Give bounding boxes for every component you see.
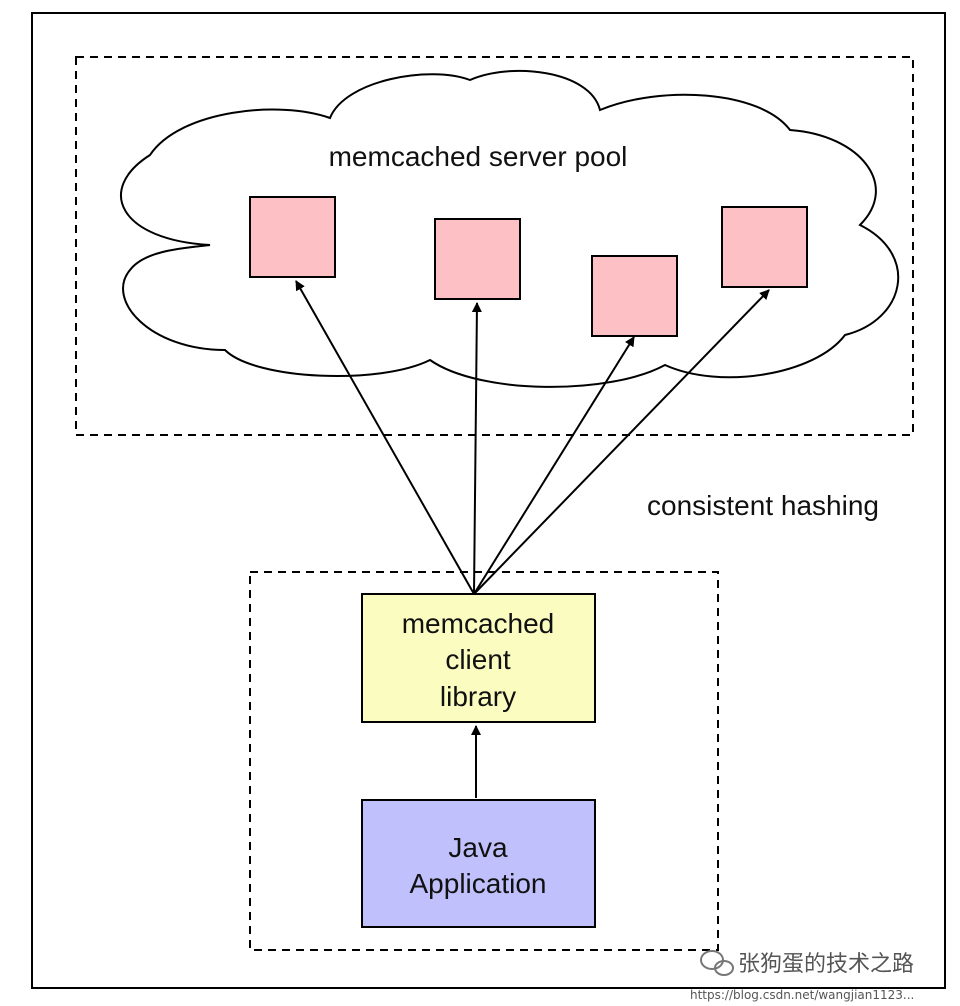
client-library-label-line-2: client bbox=[445, 644, 511, 675]
hash-arrow-3 bbox=[473, 336, 635, 595]
java-application-label-line-2: Application bbox=[410, 868, 547, 899]
server-pool-label: memcached server pool bbox=[329, 141, 628, 172]
wechat-watermark: 张狗蛋的技术之路 https://blog.csdn.net/wangjian1… bbox=[690, 950, 914, 1002]
server-node-2 bbox=[434, 218, 521, 300]
server-node-1 bbox=[249, 196, 336, 278]
hash-arrow-2 bbox=[471, 302, 482, 595]
wechat-icon bbox=[700, 950, 734, 976]
java-application-label-line-1: Java bbox=[448, 832, 508, 863]
client-library-label-line-1: memcached bbox=[402, 608, 555, 639]
server-node-4 bbox=[721, 206, 808, 288]
client-library-box bbox=[361, 593, 596, 723]
consistent-hashing-label: consistent hashing bbox=[647, 490, 879, 521]
hash-arrow-1 bbox=[295, 280, 475, 595]
client-region bbox=[249, 571, 719, 951]
java-application-box bbox=[361, 799, 596, 928]
server-node-3 bbox=[591, 255, 678, 337]
server-pool-region bbox=[75, 56, 914, 436]
watermark-url: https://blog.csdn.net/wangjian1123... bbox=[690, 988, 914, 1002]
hash-arrow-4 bbox=[473, 289, 770, 595]
watermark-text: 张狗蛋的技术之路 bbox=[738, 952, 914, 977]
client-library-label-line-3: library bbox=[440, 681, 516, 712]
